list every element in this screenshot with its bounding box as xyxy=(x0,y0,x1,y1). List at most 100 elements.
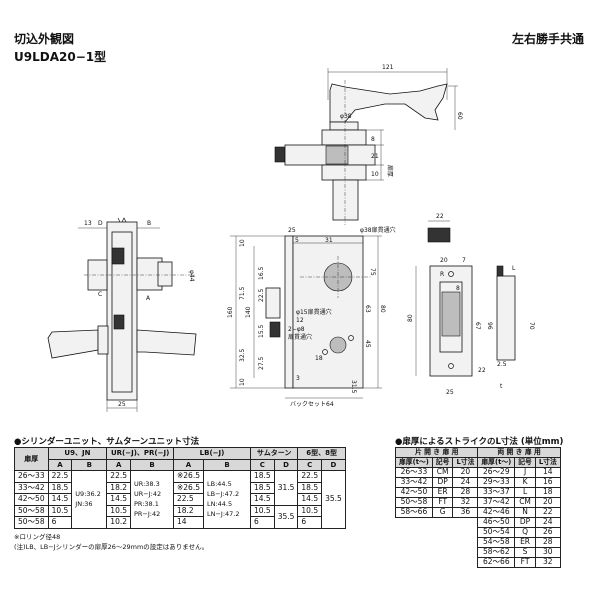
th-l: L寸法 xyxy=(534,457,561,468)
dim-70: 70 xyxy=(528,322,535,330)
dim-c: C xyxy=(98,291,102,298)
dim-t: t xyxy=(500,383,503,390)
cell-double-code: FT xyxy=(514,557,536,568)
cylinder-table-heading: ●シリンダーユニット、サムターンユニット寸法 xyxy=(14,437,200,447)
dim-7: 7 xyxy=(462,257,466,264)
dim-96: 96 xyxy=(486,322,493,330)
drawing-title: 切込外観図 xyxy=(14,32,75,46)
footnote-lb: (注)LB、LB−Jシリンダーの扉厚26〜29mmの設定はありません。 xyxy=(14,543,209,551)
dim-8-strike: 8 xyxy=(456,285,460,292)
dim-phi38-thru: φ38扉貫通穴 xyxy=(360,226,396,234)
dim-phi38: φ38 xyxy=(340,113,352,120)
cell-ur-a: 22.5 xyxy=(106,470,131,483)
cell-double-l: 16 xyxy=(534,477,561,488)
th-c: C xyxy=(297,458,323,471)
cell-type68-c: 18.5 xyxy=(297,481,323,494)
cell-door: 33〜42 xyxy=(14,481,49,494)
dim-80-strike: 80 xyxy=(407,314,414,322)
cell-double-door: 26〜29 xyxy=(477,467,516,478)
cell-double-door: 50〜54 xyxy=(477,527,516,538)
dim-phi15-thru: φ15扉貫通穴 xyxy=(296,308,332,316)
cell-double-door: 58〜62 xyxy=(477,547,516,558)
cell-u9-a: 18.5 xyxy=(47,481,73,494)
cylinder-dimension-table: 扉厚 U9、JN UR(−J)、PR(−J) LB(−J) サムターン 6型、8… xyxy=(14,447,346,529)
cell-u9-a: 14.5 xyxy=(47,493,73,506)
cell-lb-a: ※26.5 xyxy=(173,470,204,483)
table-row: 42〜50 ER 28 33〜37 L 18 xyxy=(395,487,561,498)
cell-ur-a: 10.5 xyxy=(106,504,131,517)
cell-lb-b: LB:44.5 LB−J:47.2 LN:44.5 LN−J:47.2 xyxy=(202,470,251,529)
section-view: 160 140 10 16.5 22.5 71.5 15.5 32.5 27.5… xyxy=(227,226,396,408)
th-single-door: 片 開 き 扉 用 xyxy=(394,447,479,458)
cell-double-code: L xyxy=(514,487,536,498)
dim-13: 13 xyxy=(84,220,92,227)
cell-single-l: 20 xyxy=(452,467,479,478)
cell-single-l: 36 xyxy=(452,507,479,518)
technical-drawing: 121 φ38 60 8 21 10 扉厚 13 D B xyxy=(47,64,535,412)
cell-door: 26〜33 xyxy=(14,470,49,483)
th-d: D xyxy=(273,458,299,471)
dim-16-5: 16.5 xyxy=(258,266,265,280)
cell-thumb-c: 18.5 xyxy=(249,481,275,494)
cell-double-code: K xyxy=(514,477,536,488)
cell-double-l: 24 xyxy=(534,517,561,528)
cell-thumb-c: 14.5 xyxy=(249,493,275,506)
cell-double-door: 62〜66 xyxy=(477,557,516,568)
strike-view: 22 80 96 67 70 20 7 R 8 25 22 2.5 t L xyxy=(407,213,535,396)
cell-type68-d: 35.5 xyxy=(321,470,346,529)
dim-25-front: 25 xyxy=(118,401,126,408)
table-row: 54〜58 ER 28 xyxy=(396,537,561,548)
cell-double-l: 18 xyxy=(534,487,561,498)
th-ur: UR(−J)、PR(−J) xyxy=(106,447,174,460)
dim-121: 121 xyxy=(382,64,394,71)
cell-door: 50〜58 xyxy=(14,516,49,529)
dim-15-5: 15.5 xyxy=(258,324,265,338)
dim-backset: バックセット64 xyxy=(290,401,334,408)
strike-dimension-table: 片 開 き 扉 用 両 開 き 扉 用 扉厚(t〜) 記号 L寸法 扉厚(t〜)… xyxy=(394,447,561,568)
cell-single-door: 58〜66 xyxy=(395,507,433,518)
cell-lb-a: 18.2 xyxy=(173,504,204,517)
cell-thumb-c: 10.5 xyxy=(249,504,275,517)
table-row: 62〜66 FT 32 xyxy=(396,557,561,568)
th-door-thickness: 扉厚(t〜) xyxy=(395,457,433,468)
dim-75: 75 xyxy=(369,268,376,276)
th-a: A xyxy=(173,458,204,471)
dim-27-5: 27.5 xyxy=(258,356,265,370)
cell-lb-a: ※26.5 xyxy=(173,481,204,494)
dim-3: 3 xyxy=(296,375,300,382)
table-row: 50〜58 10.5 10.5 18.2 10.5 35.5 10.5 xyxy=(14,504,346,529)
table-row: 33〜42 DP 24 29〜33 K 16 xyxy=(395,477,561,488)
dim-r: R xyxy=(440,271,444,278)
cell-type68-c: 22.5 xyxy=(297,470,323,483)
dim-60: 60 xyxy=(456,112,463,120)
table-row: 58〜66 G 36 42〜46 N 22 xyxy=(395,507,561,518)
cell-thumb-d: 35.5 xyxy=(273,504,299,529)
cell-u9-a: 6 xyxy=(47,516,73,529)
cell-lb-a: 22.5 xyxy=(173,493,204,506)
th-type68: 6型、8型 xyxy=(297,447,346,460)
th-u9: U9、JN xyxy=(47,447,108,460)
cell-door: 50〜58 xyxy=(14,504,49,517)
cell-ur-a: 14.5 xyxy=(106,493,131,506)
cell-thumb-c: 6 xyxy=(249,516,275,529)
cell-ur-a: 18.2 xyxy=(106,481,131,494)
cell-u9-a: 22.5 xyxy=(47,470,73,483)
th-d: D xyxy=(321,458,346,471)
cell-double-code: J xyxy=(514,467,536,478)
dim-2-5: 2.5 xyxy=(497,361,507,368)
cell-single-l: 24 xyxy=(452,477,479,488)
cell-double-door: 37〜42 xyxy=(477,497,516,508)
dim-10: 10 xyxy=(371,171,379,178)
strike-table-heading: ●扉厚によるストライクのL寸法 (単位mm) xyxy=(395,437,564,447)
dim-10-top: 10 xyxy=(239,239,246,247)
cell-double-l: 14 xyxy=(534,467,561,478)
th-c: C xyxy=(249,458,275,471)
dim-22-strike: 22 xyxy=(436,213,444,220)
table-row: 58〜62 S 30 xyxy=(396,547,561,558)
cell-double-code: CM xyxy=(514,497,536,508)
model-number: U9LDA20−1型 xyxy=(14,50,107,64)
dim-160: 160 xyxy=(227,306,234,318)
top-view: 121 φ38 60 8 21 10 扉厚 xyxy=(274,64,463,225)
dim-80-section: 80 xyxy=(379,305,386,313)
table-row: 42〜50 14.5 14.5 22.5 14.5 14.5 xyxy=(14,493,346,506)
